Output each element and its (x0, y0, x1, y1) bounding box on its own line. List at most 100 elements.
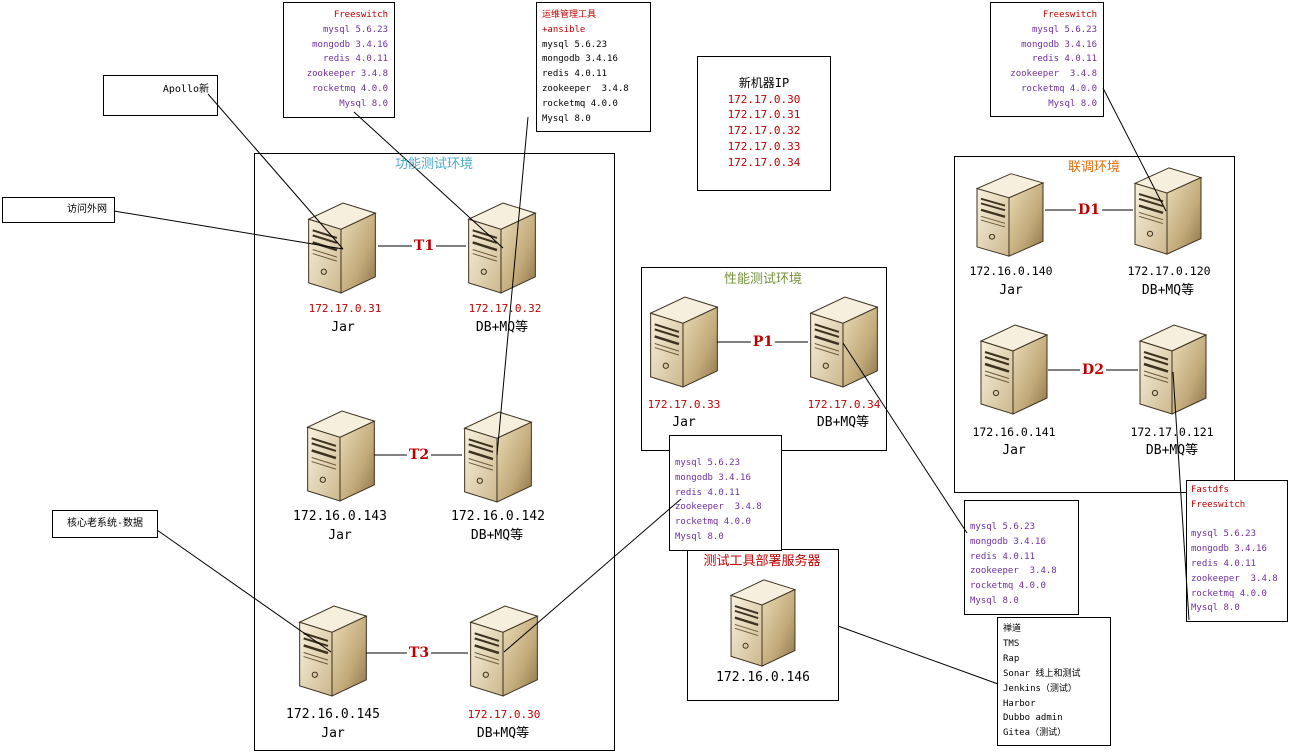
server-icon (462, 408, 534, 504)
server-ip: 172.16.0.143 (293, 509, 387, 524)
server-icon (979, 321, 1049, 416)
server-role: DB+MQ等 (470, 528, 524, 543)
server-ip: 172.16.0.141 (972, 425, 1056, 439)
note-item: zookeeper 3.4.8 (1191, 573, 1278, 584)
server-ip: 172.16.0.146 (716, 670, 810, 685)
server-ip: 172.17.0.33 (647, 398, 721, 411)
note-item: mongodb 3.4.16 (970, 536, 1046, 547)
link-label-d2: D2 (1080, 362, 1106, 378)
note-item: mongodb 3.4.16 (312, 39, 388, 50)
note-item: Mysql 8.0 (1048, 98, 1097, 109)
server-role: DB+MQ等 (1141, 283, 1195, 298)
db-34-software-note: mysql 5.6.23 mongodb 3.4.16 redis 4.0.11… (964, 500, 1079, 615)
note-item: rocketmq 4.0.0 (312, 83, 388, 94)
server-ip: 172.17.0.30 (467, 708, 541, 721)
note-item: redis 4.0.11 (970, 551, 1036, 562)
server-ip: 172.16.0.145 (286, 707, 380, 722)
new-ip-item: 172.17.0.30 (727, 92, 801, 106)
note-item: mongodb 3.4.16 (1021, 39, 1097, 50)
server-role: DB+MQ等 (816, 415, 870, 430)
note-header: Freeswitch (1191, 499, 1246, 510)
server-icon (729, 576, 797, 668)
note-item: zookeeper 3.4.8 (306, 69, 388, 80)
server-role: Jar (1002, 443, 1026, 458)
note-item: mongodb 3.4.16 (542, 54, 618, 65)
tool-item: Rap (1003, 653, 1020, 664)
note-item: rocketmq 4.0.0 (1191, 588, 1267, 599)
note-header: Freeswitch (1042, 10, 1097, 20)
note-item: mongodb 3.4.16 (675, 472, 751, 483)
note-header: Fastdfs (1191, 485, 1229, 495)
internet-callout-text: 访问外网 (67, 204, 107, 215)
tools-server-title: 测试工具部署服务器 (703, 554, 821, 569)
internet-callout: 访问外网 (2, 197, 115, 223)
tool-item: Jenkins（测试） (1003, 683, 1077, 694)
server-ip: 172.17.0.34 (807, 398, 881, 411)
note-item: mysql 5.6.23 (675, 458, 741, 468)
joint-env-title: 联调环境 (1067, 160, 1121, 175)
server-role: Jar (331, 320, 355, 335)
server-ip: 172.17.0.120 (1127, 264, 1211, 278)
note-item: mongodb 3.4.16 (1191, 544, 1267, 555)
ops-tools-note: 运维管理工具 +ansible mysql 5.6.23 mongodb 3.4… (536, 2, 651, 132)
functional-env-title: 功能测试环境 (394, 157, 474, 172)
server-role: Jar (999, 283, 1023, 298)
server-icon (648, 293, 720, 389)
note-item: mysql 5.6.23 (970, 522, 1036, 532)
server-icon (1133, 164, 1203, 256)
note-item: Mysql 8.0 (339, 98, 388, 109)
server-ip: 172.17.0.121 (1130, 425, 1214, 439)
note-item: mysql 5.6.23 (1191, 529, 1257, 540)
note-item: zookeeper 3.4.8 (675, 502, 762, 513)
link-label-p1: P1 (750, 334, 776, 350)
note-item: Mysql 8.0 (675, 531, 724, 542)
server-icon (297, 602, 369, 698)
legacy-system-callout-text: 核心老系统-数据 (66, 518, 144, 529)
note-item: mysql 5.6.23 (322, 24, 388, 35)
new-ip-item: 172.17.0.32 (727, 124, 801, 138)
server-icon (466, 199, 538, 295)
connector-line (837, 625, 999, 685)
server-ip: 172.17.0.31 (308, 302, 382, 315)
db-30-software-note: mysql 5.6.23 mongodb 3.4.16 redis 4.0.11… (669, 435, 782, 551)
server-ip: 172.16.0.142 (451, 509, 545, 524)
link-label-t3: T3 (406, 645, 432, 661)
server-role: DB+MQ等 (476, 726, 530, 741)
server-role: Jar (321, 726, 345, 741)
note-item: zookeeper 3.4.8 (970, 566, 1057, 577)
new-ip-item: 172.17.0.31 (727, 108, 801, 122)
server-icon (975, 170, 1045, 258)
new-ip-item: 172.17.0.34 (727, 155, 801, 169)
note-item: redis 4.0.11 (322, 54, 388, 65)
note-item: rocketmq 4.0.0 (1021, 83, 1097, 94)
tool-item: 禅道 (1003, 624, 1022, 634)
new-ip-item: 172.17.0.33 (727, 139, 801, 153)
note-item: rocketmq 4.0.0 (542, 98, 618, 109)
joint-db-software-note: Freeswitch mysql 5.6.23 mongodb 3.4.16 r… (990, 2, 1104, 117)
server-ip: 172.17.0.32 (468, 302, 542, 315)
note-item: mysql 5.6.23 (542, 39, 608, 50)
server-role: DB+MQ等 (1145, 443, 1199, 458)
test-tools-list: 禅道 TMS Rap Sonar 线上和测试 Jenkins（测试） Harbo… (997, 617, 1111, 746)
note-item: rocketmq 4.0.0 (970, 581, 1046, 592)
note-item: redis 4.0.11 (1191, 558, 1257, 569)
new-ip-title: 新机器IP (738, 76, 790, 90)
link-label-t2: T2 (406, 447, 432, 463)
note-item: mysql 5.6.23 (1031, 24, 1097, 35)
server-role: Jar (328, 528, 352, 543)
functional-db-software-note: Freeswitch mysql 5.6.23 mongodb 3.4.16 r… (283, 2, 395, 118)
note-header: 运维管理工具 (542, 10, 597, 20)
tool-item: Dubbo admin (1003, 713, 1063, 724)
link-label-d1: D1 (1076, 202, 1102, 218)
new-machine-ip-note: 新机器IP 172.17.0.30 172.17.0.31 172.17.0.3… (697, 56, 831, 191)
note-item: redis 4.0.11 (542, 69, 608, 80)
db-121-software-note: Fastdfs Freeswitch mysql 5.6.23 mongodb … (1186, 480, 1288, 622)
note-item: Mysql 8.0 (1191, 603, 1240, 614)
note-header: Freeswitch (333, 10, 388, 20)
server-icon (468, 602, 540, 698)
server-role: DB+MQ等 (475, 320, 529, 335)
tool-item: TMS (1003, 638, 1020, 649)
note-item: zookeeper 3.4.8 (542, 83, 629, 94)
server-icon (306, 199, 378, 295)
tool-item: Gitea（测试） (1003, 728, 1067, 739)
